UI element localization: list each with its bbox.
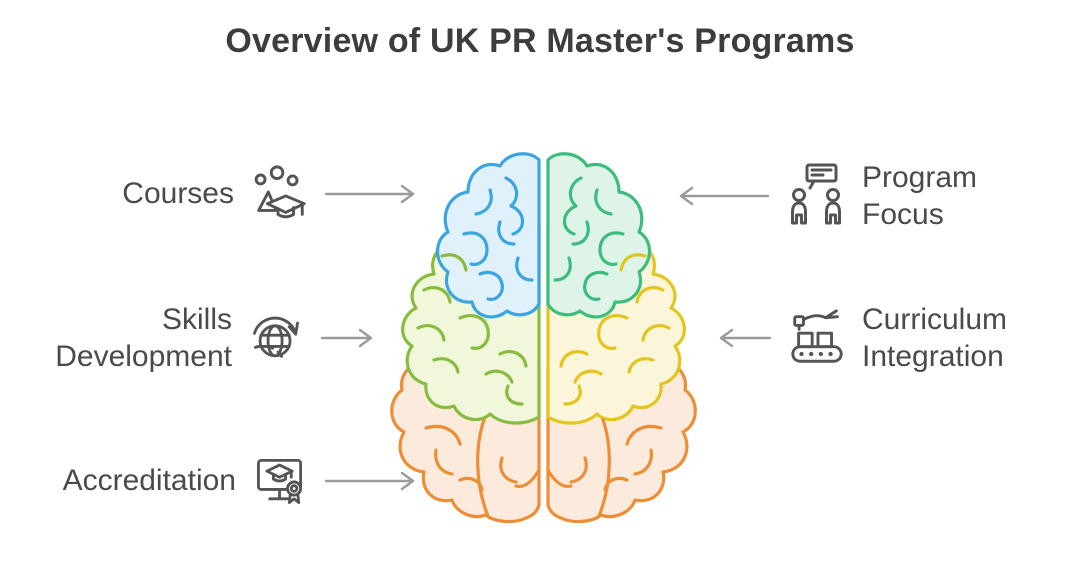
feature-row-courses: Courses xyxy=(32,156,422,232)
feature-row-skills-development: Skills Development xyxy=(30,300,380,376)
arrow-right-icon xyxy=(324,184,415,204)
courses-graduation-scatter-icon xyxy=(254,165,306,219)
feature-label-curriculum-integration: Curriculum Integration xyxy=(862,302,1008,374)
arrow-right-icon xyxy=(324,471,415,491)
assembly-line-icon xyxy=(791,309,843,363)
feature-row-program-focus: Program Focus xyxy=(672,154,1072,238)
feature-label-courses: Courses xyxy=(122,177,234,211)
feature-label-program-focus: Program Focus xyxy=(862,160,978,232)
arrow-left-icon xyxy=(719,328,772,348)
arrow-left-icon xyxy=(679,186,770,206)
feature-label-accreditation: Accreditation xyxy=(62,464,236,498)
feature-row-accreditation: Accreditation xyxy=(30,443,422,519)
feature-row-curriculum-integration: Curriculum Integration xyxy=(712,296,1072,380)
arrow-right-icon xyxy=(320,328,373,348)
brain-frontal-lobe-right xyxy=(546,152,652,319)
page-title: Overview of UK PR Master's Programs xyxy=(225,22,855,60)
brain-frontal-lobe-left xyxy=(435,152,541,319)
people-conversation-icon xyxy=(791,163,841,225)
globe-cycle-icon xyxy=(253,316,299,362)
brain-illustration xyxy=(390,152,697,524)
certified-screen-icon xyxy=(257,458,303,504)
feature-label-skills-development: Skills Development xyxy=(55,302,232,374)
